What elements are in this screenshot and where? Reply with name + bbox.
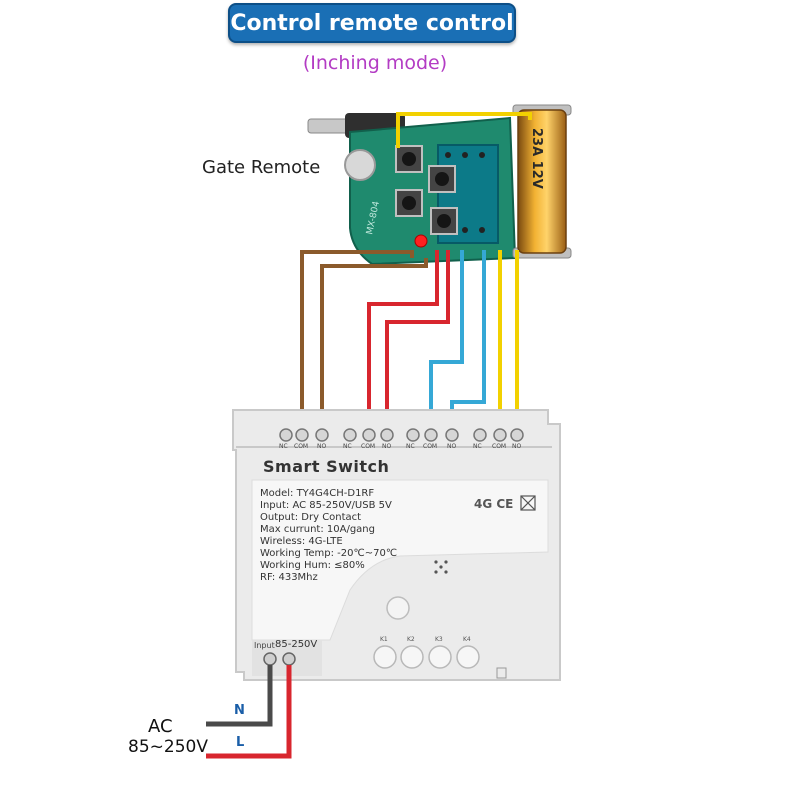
page-title: Control remote control (230, 10, 514, 36)
wire-channel-4 (396, 112, 532, 428)
terminal-label: COM (492, 443, 507, 450)
terminal-label: COM (361, 443, 376, 450)
mode-subtitle: (Inching mode) (302, 52, 448, 74)
key-label-k2: K2 (407, 636, 415, 643)
input-range-label: 85-250V (275, 639, 318, 650)
battery-label: 23A 12V (529, 128, 544, 189)
device-title: Smart Switch (263, 457, 390, 476)
cert-marks: 4G CE (474, 495, 536, 511)
gate-remote-label: Gate Remote (202, 157, 321, 178)
input-label: Input (254, 641, 275, 650)
ac-label: AC (148, 716, 173, 737)
led-indicator (414, 234, 428, 248)
spec-working-hum: Working Hum: ≤80% (260, 560, 365, 571)
spec-input: Input: AC 85-250V/USB 5V (260, 500, 392, 511)
terminal-label: NC (279, 443, 288, 450)
tact-buttons (395, 145, 458, 235)
spec-max-current: Max currunt: 10A/gang (260, 524, 375, 535)
terminal-label: NC (473, 443, 482, 450)
terminal-label: NO (382, 443, 392, 450)
neutral-label: N (234, 703, 245, 718)
key-label-k1: K1 (380, 636, 388, 643)
live-wire (206, 665, 292, 759)
battery: 23A 12V (512, 104, 572, 259)
key-label-k3: K3 (435, 636, 443, 643)
spec-rf: RF: 433Mhz (260, 572, 318, 583)
cert-text: 4G CE (474, 497, 513, 511)
spec-working-temp: Working Temp: -20℃~70℃ (260, 548, 398, 559)
terminal-label: NO (512, 443, 522, 450)
spec-model: Model: TY4G4CH-D1RF (260, 488, 375, 499)
remote-board: MX-804 (344, 116, 517, 266)
terminal-label: NO (447, 443, 457, 450)
status-indicator-dots (434, 560, 448, 574)
wire-channel-2 (367, 250, 450, 428)
live-label: L (236, 735, 245, 750)
key-label-k4: K4 (463, 636, 471, 643)
output-terminals (279, 428, 524, 442)
weee-icon (520, 495, 536, 511)
neutral-wire (206, 665, 273, 727)
small-logo-icon (496, 667, 507, 679)
channel-keys[interactable] (373, 645, 480, 669)
terminal-label: NO (317, 443, 327, 450)
reset-button[interactable] (386, 596, 410, 620)
terminal-label: NC (343, 443, 352, 450)
spec-output: Output: Dry Contact (260, 512, 362, 523)
crystal-component (344, 149, 376, 181)
spec-wireless: Wireless: 4G-LTE (260, 536, 343, 547)
title-banner: Control remote control (228, 3, 516, 43)
terminal-label: COM (294, 443, 309, 450)
terminal-label: COM (423, 443, 438, 450)
terminal-label: NC (406, 443, 415, 450)
voltage-label: 85~250V (128, 737, 208, 757)
power-input-terminals (263, 652, 296, 666)
wire-channel-1 (300, 250, 428, 428)
